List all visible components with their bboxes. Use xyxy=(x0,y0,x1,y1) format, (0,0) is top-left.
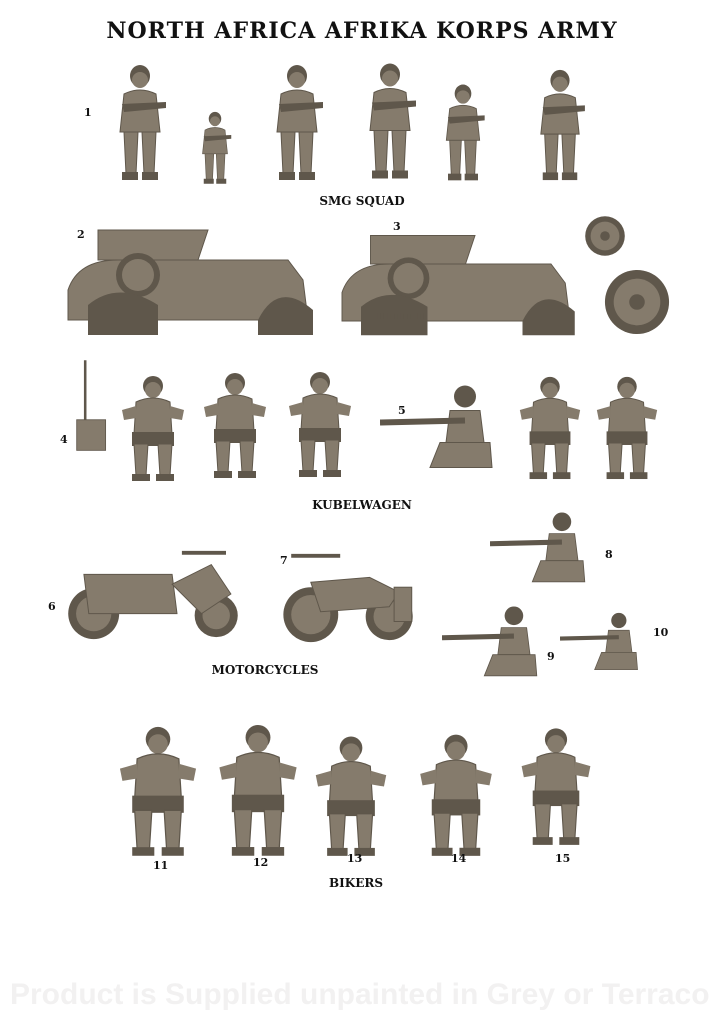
motorcycle-with-sidecar xyxy=(60,545,245,643)
motorcycle xyxy=(280,548,420,646)
item-number: 13 xyxy=(347,852,363,865)
item-number: 1 xyxy=(84,106,92,119)
biker-figure xyxy=(210,720,306,857)
smg-figure xyxy=(428,82,498,182)
watermark: Product is Supplied unpainted in Grey or… xyxy=(10,978,710,1011)
item-number: 9 xyxy=(547,650,555,663)
item-number: 4 xyxy=(60,433,68,446)
item-number: 3 xyxy=(393,220,401,233)
section-label-smg-squad: SMG SQUAD xyxy=(319,194,405,208)
item-number: 15 xyxy=(555,852,571,865)
smg-figure xyxy=(360,58,420,183)
item-number: 10 xyxy=(653,626,669,639)
item-number: 7 xyxy=(280,554,288,567)
item-number: 12 xyxy=(253,856,269,869)
sidecar-gunner-figure xyxy=(490,508,600,588)
item-number: 5 xyxy=(398,404,406,417)
item-number: 14 xyxy=(451,852,467,865)
kubelwagen-crew-figure xyxy=(592,373,662,480)
kubelwagen-model xyxy=(326,226,586,340)
biker-figure xyxy=(305,732,397,857)
biker-figure xyxy=(408,730,504,857)
page-title: NORTH AFRICA AFRIKA KORPS ARMY xyxy=(106,18,618,44)
kubelwagen-crew-figure xyxy=(515,373,585,480)
item-number: 6 xyxy=(48,600,56,613)
kubelwagen-model xyxy=(58,220,318,340)
section-label-bikers: BIKERS xyxy=(329,876,383,890)
spare-wheel xyxy=(603,268,671,336)
sidecar-passenger-figure xyxy=(560,598,650,686)
kubelwagen-crew-figure xyxy=(200,368,270,480)
smg-figure xyxy=(110,62,170,182)
smg-figure xyxy=(262,62,332,182)
item-number: 8 xyxy=(605,548,613,561)
kubelwagen-gunner-figure xyxy=(380,375,510,480)
sidecar-gunner-figure xyxy=(442,598,552,686)
kubelwagen-crew-figure xyxy=(118,372,188,482)
spare-part xyxy=(584,215,626,257)
kubelwagen-crew-figure xyxy=(285,366,355,480)
radio-set xyxy=(75,352,109,462)
smg-figure xyxy=(185,110,245,185)
item-number: 11 xyxy=(153,859,169,872)
item-number: 2 xyxy=(77,228,85,241)
section-label-motorcycles: MOTORCYCLES xyxy=(211,663,319,677)
biker-figure xyxy=(508,724,604,846)
smg-figure xyxy=(525,67,595,182)
biker-figure xyxy=(110,722,206,857)
section-label-kubelwagen: KUBELWAGEN xyxy=(312,498,412,512)
